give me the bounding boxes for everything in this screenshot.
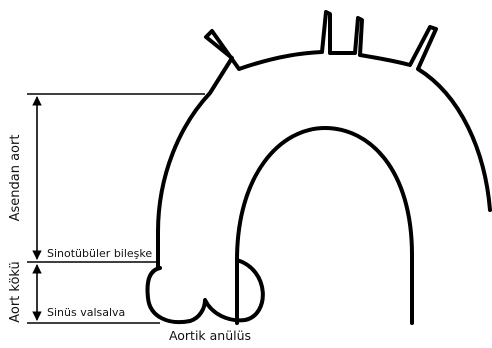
aortic-annulus-label: Aortik anülüs <box>169 328 251 343</box>
aorta-outline <box>148 12 491 323</box>
ascending-aorta-label: Asendan aort <box>8 135 23 222</box>
aorta-outer-wall <box>158 12 490 268</box>
aortic-root-label: Aort kökü <box>8 261 23 323</box>
sinus-lobe-right <box>190 260 263 321</box>
sinus-lobe-left <box>148 268 191 322</box>
sinus-valsalva-label: Sinüs valsalva <box>47 306 125 319</box>
reference-lines <box>27 94 205 323</box>
sinotubular-junction-label: Sinotübüler bileşke <box>47 247 152 260</box>
